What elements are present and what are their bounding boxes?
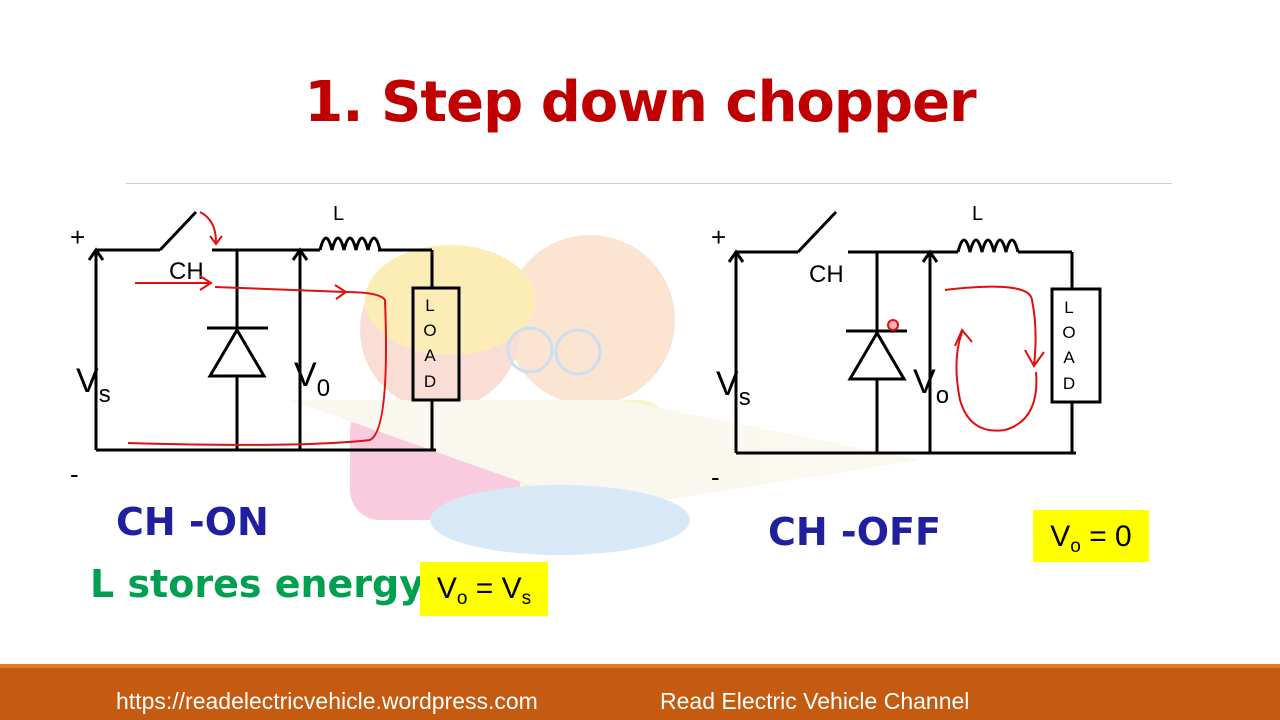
ch-on-label: CH -ON: [116, 500, 269, 544]
inductor-coil-right: [956, 238, 1020, 253]
inductor-label-right: L: [972, 203, 983, 225]
minus-sign-right: -: [711, 462, 720, 492]
load-letter: L: [425, 296, 434, 315]
switch-label-left: CH: [169, 258, 204, 285]
load-letter: O: [1062, 323, 1075, 342]
diode-left: [207, 327, 267, 378]
plus-sign-right: +: [711, 222, 726, 252]
left-circuit: [94, 210, 461, 452]
footer-bar: https://readelectricvehicle.wordpress.co…: [0, 664, 1280, 720]
vo-label-right: Vo: [913, 363, 949, 409]
load-letter: A: [1063, 348, 1075, 367]
right-circuit: [734, 210, 1102, 455]
load-box-right: [1050, 287, 1102, 404]
current-loop-annotation-right: [887, 285, 1045, 432]
l-stores-energy-label: L stores energy: [90, 562, 425, 606]
plus-sign-left: +: [70, 222, 85, 252]
v0-label-left: V0: [294, 356, 330, 402]
footer-url[interactable]: https://readelectricvehicle.wordpress.co…: [116, 688, 538, 714]
slide-title: 1. Step down chopper: [304, 70, 976, 135]
vs-label-right: Vs: [716, 365, 751, 411]
diode-right: [847, 330, 907, 381]
formula-vo-equals-zero: Vo = 0: [1033, 510, 1149, 562]
inductor-coil-left: [318, 236, 382, 251]
switch-label-right: CH: [809, 261, 844, 288]
vs-label-left: Vs: [76, 362, 111, 408]
switch-blade-left: [158, 210, 198, 252]
load-letter: D: [1063, 374, 1075, 393]
minus-sign-left: -: [70, 459, 79, 489]
kids-reading-watermark: [290, 235, 920, 555]
ch-off-label: CH -OFF: [768, 510, 941, 554]
load-letter: A: [424, 346, 436, 365]
switch-blade-right: [796, 210, 838, 254]
load-letter: O: [423, 321, 436, 340]
load-letter: D: [424, 372, 436, 391]
footer-channel-name: Read Electric Vehicle Channel: [660, 688, 970, 714]
load-box-left: [411, 286, 461, 402]
formula-vo-equals-vs: Vo = Vs: [420, 562, 548, 616]
inductor-label-left: L: [333, 203, 344, 225]
current-path-annotation-left: [127, 211, 387, 446]
title-divider: [126, 183, 1172, 184]
load-letter: L: [1064, 298, 1073, 317]
